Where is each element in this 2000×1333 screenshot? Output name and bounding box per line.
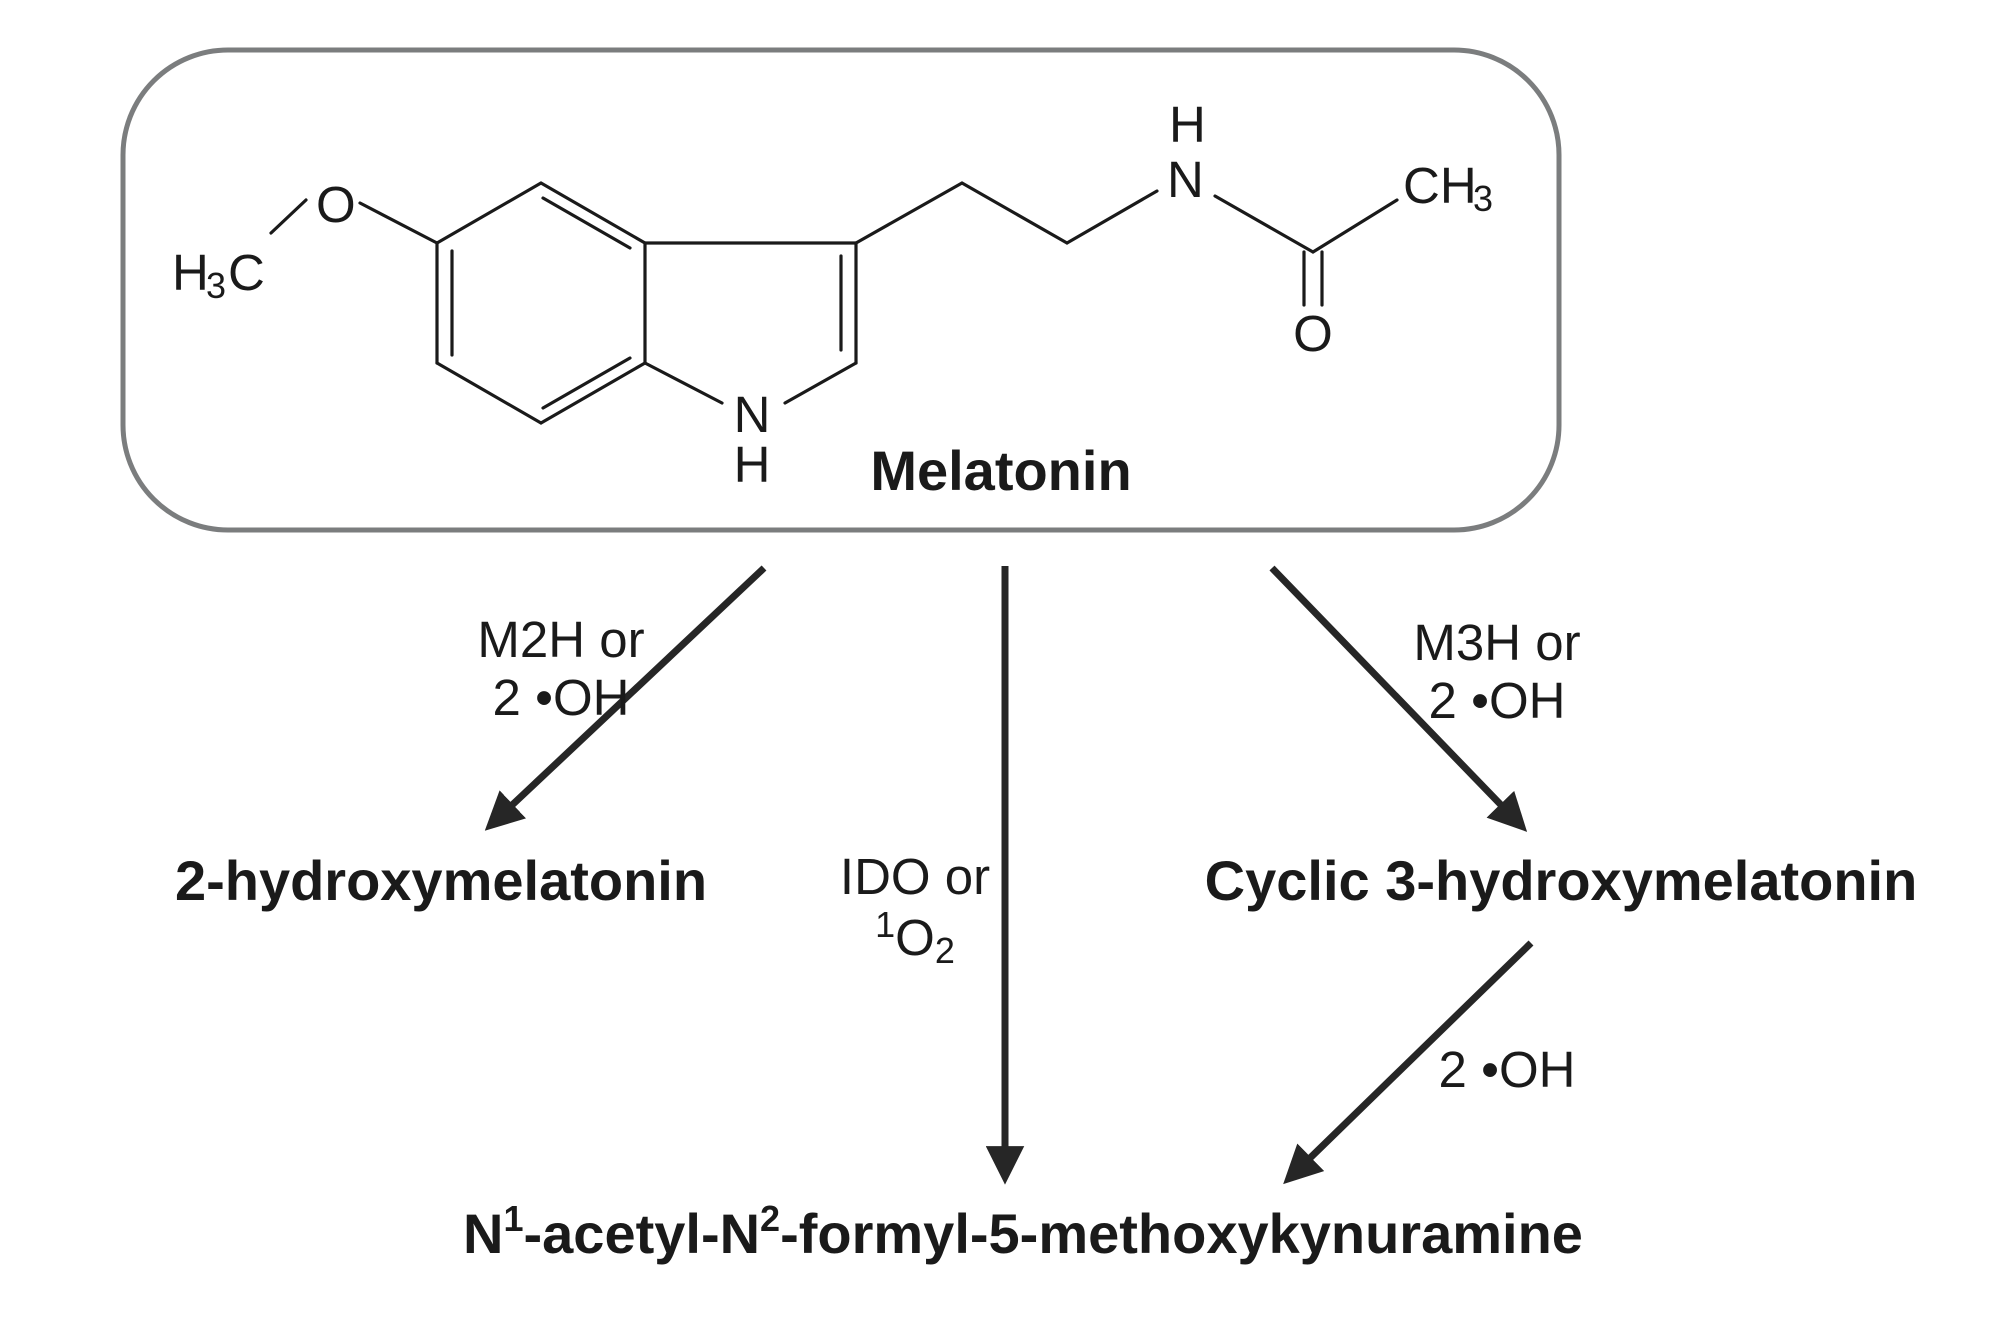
right-condition-line1: M3H or (1413, 614, 1580, 671)
left-condition-prefix: 2 (493, 669, 536, 726)
ether-oxygen: O (316, 176, 356, 233)
left-condition-line1: M2H or (477, 611, 644, 668)
reaction-arrows (484, 565, 1534, 1185)
amide-nitrogen: N (1167, 151, 1204, 208)
methyl-right-subscript: 3 (1473, 178, 1493, 219)
radical-dot: • (1471, 672, 1489, 729)
amide-n-hydrogen: H (1169, 96, 1206, 153)
right-condition-line2: 2 •OH (1429, 672, 1566, 729)
melatonin-label: Melatonin (870, 439, 1131, 502)
methyl-right-ch: CH (1403, 157, 1477, 214)
afmk-part3: -formyl-5-methoxykynuramine (780, 1202, 1583, 1265)
radical-dot: • (535, 669, 553, 726)
radical-dot: • (1481, 1041, 1499, 1098)
oxygen-symbol: O (895, 909, 935, 966)
left-condition-suffix: OH (553, 669, 630, 726)
arrow-to-2-hydroxymelatonin (484, 565, 767, 831)
oxygen-subscript: 2 (935, 930, 955, 971)
atom-labels: H 3 C O H N CH 3 O N H (172, 96, 1493, 493)
middle-condition-line2: 1O2 (875, 904, 955, 971)
singlet-superscript: 1 (875, 904, 895, 945)
middle-condition-line1: IDO or (840, 848, 990, 905)
arrow-cyclic-to-afmk (1283, 940, 1534, 1185)
condition-left: M2H or 2 •OH (477, 611, 644, 726)
condition-right: M3H or 2 •OH (1413, 614, 1580, 729)
product-2-hydroxymelatonin: 2-hydroxymelatonin (175, 849, 707, 912)
right-condition-prefix: 2 (1429, 672, 1472, 729)
arrow-to-cyclic-3-hydroxymelatonin (1269, 565, 1528, 832)
lower-right-prefix: 2 (1439, 1041, 1482, 1098)
melatonin-structure (269, 181, 1399, 425)
lower-right-suffix: OH (1499, 1041, 1576, 1098)
methyl-left-c: C (228, 244, 265, 301)
melatonin-box (120, 47, 1562, 533)
carbonyl-oxygen: O (1293, 305, 1333, 362)
methyl-left-subscript: 3 (206, 265, 226, 306)
indole-nitrogen: N (734, 386, 771, 443)
left-condition-line2: 2 •OH (493, 669, 630, 726)
afmk-part2: -acetyl-N (524, 1202, 761, 1265)
condition-middle: IDO or 1O2 (840, 848, 990, 971)
afmk-part1: N (463, 1202, 503, 1265)
lower-right-condition: 2 •OH (1439, 1041, 1576, 1098)
indole-n-hydrogen: H (734, 436, 771, 493)
product-afmk: N1-acetyl-N2-formyl-5-methoxykynuramine (463, 1198, 1583, 1265)
afmk-superscript-1: 1 (503, 1198, 523, 1239)
methyl-left-h: H (172, 244, 209, 301)
right-condition-suffix: OH (1489, 672, 1566, 729)
afmk-superscript-2: 2 (760, 1198, 780, 1239)
product-cyclic-3-hydroxymelatonin: Cyclic 3-hydroxymelatonin (1205, 849, 1918, 912)
